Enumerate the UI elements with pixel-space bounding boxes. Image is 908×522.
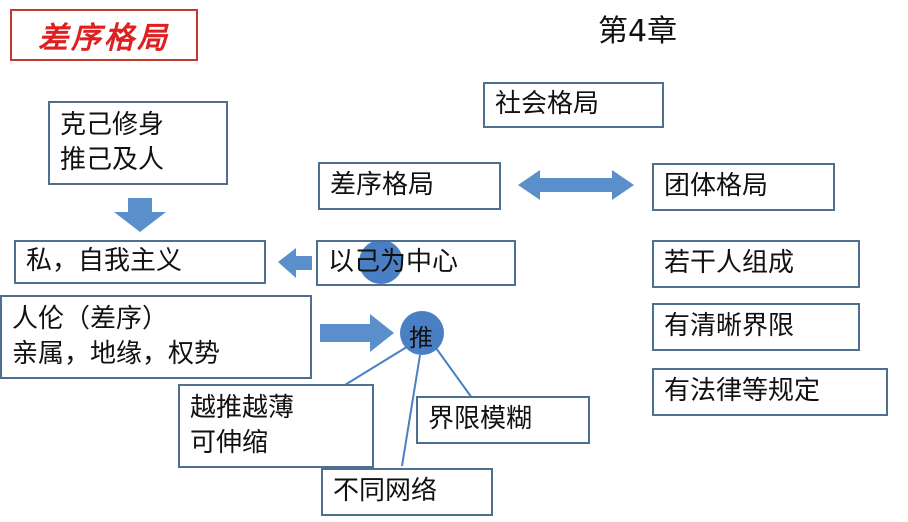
differential-box: 差序格局 (318, 162, 501, 210)
blurry-label: 界限模糊 (428, 404, 533, 435)
ethics-line1: 人伦（差序） (12, 303, 169, 334)
members-box: 若干人组成 (652, 240, 860, 288)
down-arrow (114, 198, 166, 232)
boundary-box: 有清晰界限 (652, 303, 860, 351)
title-box: 差序格局 (10, 9, 198, 61)
thinner-box: 越推越薄 可伸缩 (178, 384, 374, 468)
self-center-label: 以己为中心 (328, 247, 459, 278)
thinner-line1: 越推越薄 (190, 392, 295, 423)
connector-to-thinner (339, 344, 411, 389)
group-box: 团体格局 (652, 163, 835, 211)
social-pattern-box: 社会格局 (483, 82, 664, 128)
self-center-box: 以己为中心 (316, 240, 516, 286)
push-label: 推 (409, 324, 433, 352)
virtue-line2: 推己及人 (60, 145, 165, 175)
virtue-line1: 克己修身 (60, 109, 165, 140)
double-arrow (518, 170, 634, 200)
right-arrow (320, 314, 394, 352)
connector-to-blurry (435, 347, 473, 399)
selfish-box: 私，自我主义 (14, 240, 266, 284)
networks-box: 不同网络 (321, 468, 493, 516)
rules-box: 有法律等规定 (652, 368, 888, 416)
selfish-label: 私，自我主义 (26, 246, 183, 277)
left-arrow (278, 248, 312, 278)
rules-label: 有法律等规定 (664, 376, 821, 407)
chapter-label: 第4章 (598, 14, 678, 49)
blurry-box: 界限模糊 (416, 396, 590, 444)
connector-to-networks (401, 354, 421, 467)
self-circle (359, 240, 403, 284)
boundary-label: 有清晰界限 (664, 311, 795, 342)
virtue-box: 克己修身 推己及人 (48, 101, 228, 185)
differential-label: 差序格局 (330, 170, 435, 201)
group-label: 团体格局 (664, 171, 769, 202)
thinner-line2: 可伸缩 (190, 428, 269, 458)
networks-label: 不同网络 (333, 476, 438, 507)
ethics-box: 人伦（差序） 亲属，地缘，权势 (0, 295, 312, 379)
page-title: 差序格局 (38, 21, 170, 56)
social-pattern-label: 社会格局 (495, 89, 600, 120)
push-circle (400, 311, 444, 355)
members-label: 若干人组成 (664, 248, 795, 279)
ethics-line2: 亲属，地缘，权势 (12, 339, 221, 369)
